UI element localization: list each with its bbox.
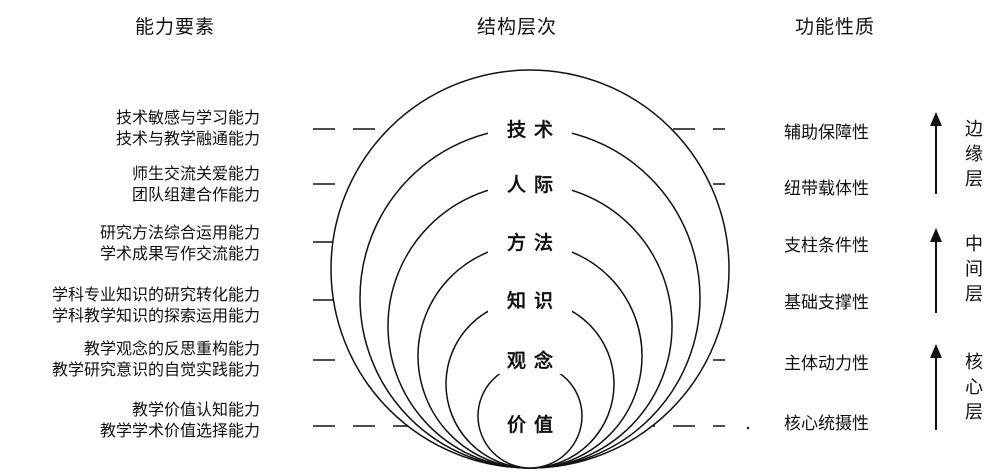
ability-item: 教学观念的反思重构能力 (83, 339, 260, 358)
layer-name-method: 方法 (507, 231, 561, 254)
group-label-char: 心 (965, 377, 983, 398)
ability-item: 团队组建合作能力 (131, 185, 260, 204)
group-label-char: 层 (965, 169, 983, 190)
ability-group-value: 教学价值认知能力 教学学术价值选择能力 (100, 399, 260, 441)
ability-item: 技术敏感与学习能力 (115, 108, 260, 127)
dot-mark (746, 426, 750, 430)
ability-group-concept: 教学观念的反思重构能力 教学研究意识的自觉实践能力 (52, 338, 260, 380)
function-label-method: 支柱条件性 (784, 236, 869, 256)
group-label-char: 层 (965, 284, 983, 305)
group-label-char: 间 (965, 259, 983, 280)
layer-name-concept: 观念 (507, 349, 561, 372)
ability-item: 技术与教学融通能力 (115, 129, 260, 148)
ability-item: 教学研究意识的自觉实践能力 (51, 360, 260, 379)
group-label-char: 中 (965, 234, 983, 255)
layer-name-knowledge: 知识 (507, 289, 561, 312)
group-label-edge: 边 缘 层 (962, 117, 986, 192)
ability-item: 学术成果写作交流能力 (99, 244, 260, 263)
layer-name-interpersonal: 人际 (507, 174, 561, 196)
layer-name-value: 价值 (507, 413, 561, 436)
group-label-char: 核 (965, 352, 983, 373)
group-label-char: 层 (965, 402, 983, 423)
ability-item: 研究方法综合运用能力 (99, 223, 260, 242)
function-label-value: 核心统摄性 (784, 414, 869, 434)
group-label-middle: 中 间 层 (962, 232, 986, 307)
function-label-interpersonal: 纽带载体性 (784, 179, 869, 199)
header-structure-levels: 结构层次 (477, 16, 558, 38)
ability-group-knowledge: 学科专业知识的研究转化能力 学科教学知识的探索运用能力 (52, 284, 260, 326)
ability-group-method: 研究方法综合运用能力 学术成果写作交流能力 (100, 222, 260, 264)
ability-item: 师生交流关爱能力 (131, 164, 260, 183)
ability-item: 教学学术价值选择能力 (99, 421, 260, 440)
group-label-core: 核 心 层 (962, 350, 986, 425)
layer-name-technology: 技术 (507, 118, 561, 141)
ability-group-technology: 技术敏感与学习能力 技术与教学融通能力 (116, 107, 260, 149)
ability-item: 学科教学知识的探索运用能力 (51, 306, 260, 325)
group-label-char: 边 (965, 119, 983, 140)
ability-item: 教学价值认知能力 (131, 400, 260, 419)
group-label-char: 缘 (965, 144, 983, 165)
function-label-concept: 主体动力性 (784, 354, 869, 374)
function-label-technology: 辅助保障性 (784, 123, 869, 143)
ability-group-interpersonal: 师生交流关爱能力 团队组建合作能力 (132, 163, 260, 205)
header-function-nature: 功能性质 (795, 16, 876, 38)
ability-item: 学科专业知识的研究转化能力 (51, 285, 260, 304)
function-label-knowledge: 基础支撑性 (784, 293, 869, 313)
header-ability-elements: 能力要素 (135, 16, 216, 38)
